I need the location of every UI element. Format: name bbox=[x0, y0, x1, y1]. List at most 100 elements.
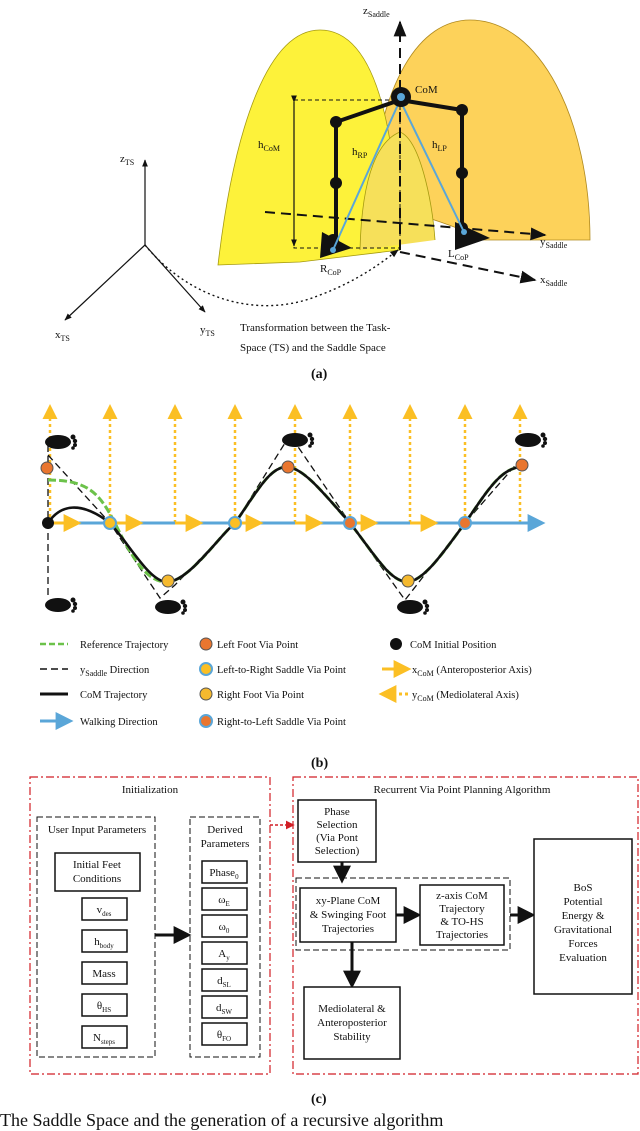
h-com-label: hCoM bbox=[258, 139, 280, 153]
r-cop-label: RCoP bbox=[320, 263, 342, 277]
h-lp-line bbox=[399, 99, 465, 233]
legend-walking: Walking Direction bbox=[80, 717, 158, 728]
initialization-title: Initialization bbox=[122, 784, 179, 796]
legend-r2l: Right-to-Left Saddle Via Point bbox=[217, 717, 346, 728]
bos-4: Gravitational bbox=[554, 924, 612, 936]
com-initial-point bbox=[42, 517, 54, 529]
right-foot-via-point bbox=[161, 574, 175, 588]
y-saddle-label: ySaddle bbox=[540, 236, 568, 250]
saddle-via-point bbox=[228, 516, 242, 530]
bos-1: BoS bbox=[574, 882, 593, 894]
figure-caption: The Saddle Space and the generation of a… bbox=[0, 1110, 444, 1130]
left-foot-via-point bbox=[515, 458, 529, 472]
bos-2: Potential bbox=[563, 896, 602, 908]
omega-0: ω0 bbox=[219, 921, 230, 935]
saddle-via-point bbox=[343, 516, 357, 530]
x-ts-axis bbox=[64, 244, 146, 321]
x-ts-label: xTS bbox=[55, 329, 70, 343]
transformation-text-2: Space (TS) and the Saddle Space bbox=[240, 342, 386, 354]
z-2: Trajectory bbox=[439, 903, 485, 915]
d-sl: dSL bbox=[217, 975, 231, 989]
derived-params-box bbox=[189, 816, 261, 1058]
x-saddle-label: xSaddle bbox=[540, 274, 568, 288]
foot-icon bbox=[282, 432, 315, 448]
foot-icon bbox=[397, 599, 430, 615]
phase-sel-1: Phase bbox=[324, 806, 350, 818]
h-rp-label: hRP bbox=[352, 146, 368, 160]
theta-hs: θHS bbox=[97, 1000, 111, 1014]
legend-reference: Reference Trajectory bbox=[80, 640, 169, 651]
z-4: Trajectories bbox=[436, 929, 488, 941]
phase-sel-4: Selection) bbox=[315, 845, 360, 857]
left-foot-via-point bbox=[281, 460, 295, 474]
xy-1: xy-Plane CoM bbox=[316, 895, 381, 907]
legend-x-com: xCoM (Anteroposterior Axis) bbox=[412, 665, 532, 678]
legend-right-foot: Right Foot Via Point bbox=[217, 690, 304, 701]
initial-feet-1: Initial Feet bbox=[73, 859, 121, 871]
panel-c-flowchart: Initialization User Input Parameters Ini… bbox=[29, 776, 639, 1107]
medio-3: Stability bbox=[333, 1031, 371, 1043]
legend-left-foot: Left Foot Via Point bbox=[217, 640, 298, 651]
z-3: & TO-HS bbox=[440, 916, 483, 928]
x-saddle-axis bbox=[399, 251, 537, 284]
legend-com-trajectory: CoM Trajectory bbox=[80, 690, 148, 701]
d-sw: dSW bbox=[216, 1002, 232, 1016]
medio-1: Mediolateral & bbox=[318, 1003, 386, 1015]
transformation-text-1: Transformation between the Task- bbox=[240, 322, 391, 334]
user-input-box bbox=[36, 816, 156, 1058]
y-ts-axis bbox=[144, 244, 206, 313]
v-des: vdes bbox=[97, 904, 112, 918]
z-1: z-axis CoM bbox=[436, 890, 488, 902]
user-input-title: User Input Parameters bbox=[48, 824, 146, 836]
panel-b-via-point-diagram: Reference Trajectory ySaddle Direction C… bbox=[40, 404, 548, 771]
phase0: Phase0 bbox=[209, 867, 239, 881]
saddle-via-point bbox=[103, 516, 117, 530]
left-foot-shape bbox=[455, 222, 490, 250]
bos-6: Evaluation bbox=[559, 952, 607, 964]
n-steps: Nsteps bbox=[93, 1032, 115, 1046]
foot-icon bbox=[155, 599, 188, 615]
xy-2: & Swinging Foot bbox=[310, 909, 386, 921]
phase-sel-3: (Via Pont bbox=[316, 832, 358, 844]
y-saddle-direction-line bbox=[47, 433, 521, 602]
initial-feet-2: Conditions bbox=[73, 873, 121, 885]
left-foot-via-point bbox=[40, 461, 54, 475]
saddle-via-point bbox=[458, 516, 472, 530]
medio-2: Anteroposterior bbox=[317, 1017, 387, 1029]
z-saddle-label: zSaddle bbox=[363, 5, 390, 19]
z-ts-label: zTS bbox=[120, 153, 134, 167]
mediolateral-arrows bbox=[42, 404, 528, 523]
phase-sel-2: Selection bbox=[317, 819, 358, 831]
panel-c-label: (c) bbox=[311, 1092, 327, 1107]
legend-y-com: yCoM (Mediolateral Axis) bbox=[412, 690, 519, 703]
foot-icon bbox=[515, 432, 548, 448]
initialization-box bbox=[29, 776, 271, 1075]
panel-a-saddle-space-diagram: zSaddle ySaddle xSaddle hCoM CoM hRP hLP… bbox=[55, 5, 591, 382]
panel-a-label: (a) bbox=[311, 367, 328, 382]
theta-fo: θFO bbox=[217, 1029, 231, 1043]
bos-3: Energy & bbox=[562, 910, 605, 922]
l-cop-label: LCoP bbox=[448, 248, 469, 262]
recurrent-box bbox=[292, 776, 639, 1075]
panel-b-label: (b) bbox=[311, 756, 328, 771]
derived-2: Parameters bbox=[201, 838, 250, 850]
xy-3: Trajectories bbox=[322, 923, 374, 935]
derived-1: Derived bbox=[207, 824, 243, 836]
h-body: hbody bbox=[94, 936, 114, 950]
recurrent-title: Recurrent Via Point Planning Algorithm bbox=[374, 784, 551, 796]
a-y: Ay bbox=[218, 948, 230, 962]
foot-icon bbox=[45, 597, 78, 613]
legend-com-initial: CoM Initial Position bbox=[410, 640, 497, 651]
com-label: CoM bbox=[415, 84, 438, 96]
omega-e: ωE bbox=[218, 894, 230, 908]
legend: Reference Trajectory ySaddle Direction C… bbox=[40, 637, 532, 730]
y-ts-label: yTS bbox=[200, 324, 215, 338]
mass: Mass bbox=[92, 968, 115, 980]
transformation-curve bbox=[144, 244, 399, 307]
foot-icon bbox=[45, 434, 78, 450]
legend-l2r: Left-to-Right Saddle Via Point bbox=[217, 665, 346, 676]
h-rp-line bbox=[332, 99, 401, 251]
legend-y-saddle: ySaddle Direction bbox=[80, 665, 150, 678]
bos-5: Forces bbox=[568, 938, 597, 950]
h-lp-label: hLP bbox=[432, 139, 447, 153]
